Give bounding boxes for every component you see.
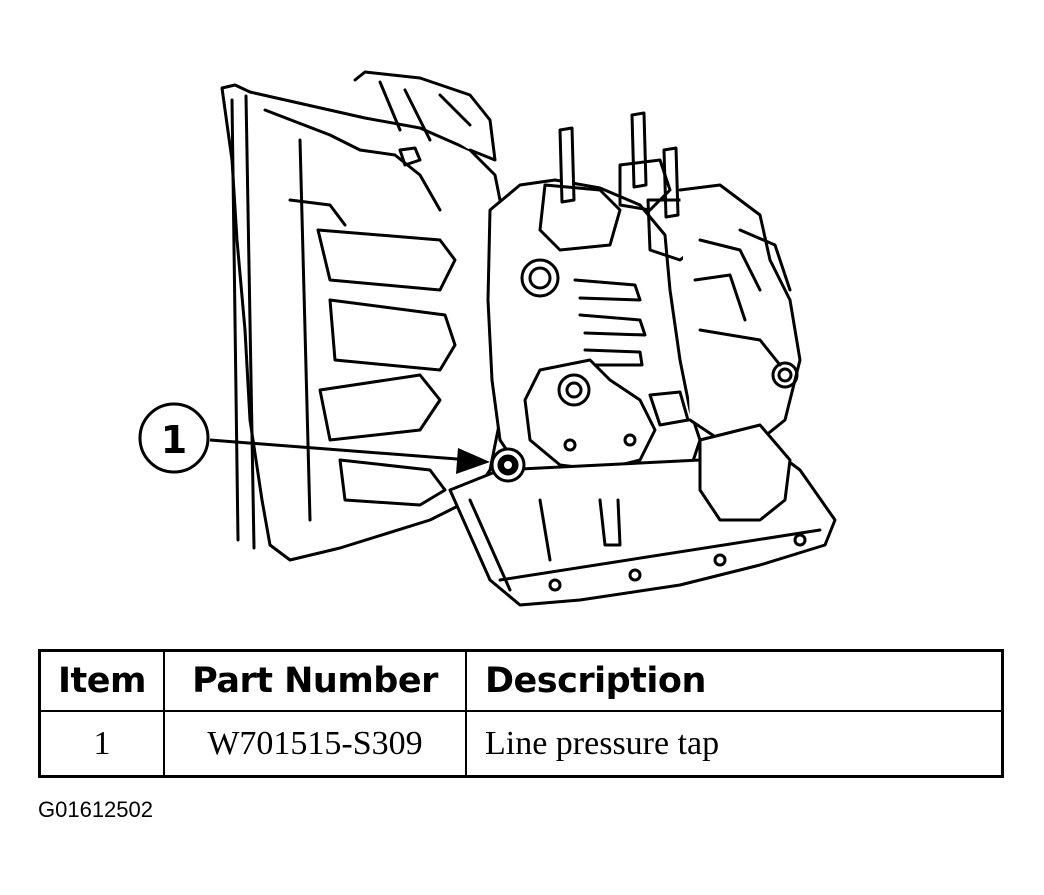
figure-id: G01612502 [38,797,153,822]
transaxle-case [486,178,702,502]
callout-leader-arrow [209,438,490,474]
cell-description: Line pressure tap [465,710,1004,778]
table-header-row: Item Part Number Description [38,649,1004,712]
callout-number: 1 [161,418,187,462]
parts-table: Item Part Number Description 1 W701515-S… [38,649,1004,778]
oil-pan [448,423,837,607]
header-part-number: Part Number [163,649,467,712]
table-row: 1 W701515-S309 Line pressure tap [38,710,1004,778]
transaxle-illustration: 1 [138,70,837,607]
cell-item: 1 [38,710,165,778]
line-pressure-tap [490,447,526,483]
cell-part-number: W701515-S309 [163,710,467,778]
callout-balloon: 1 [138,402,210,474]
header-description: Description [465,649,1004,712]
side-cover [678,183,802,442]
header-item: Item [38,649,165,712]
connector-pins [538,111,707,262]
upper-casting [353,70,497,167]
converter-housing [220,83,507,562]
